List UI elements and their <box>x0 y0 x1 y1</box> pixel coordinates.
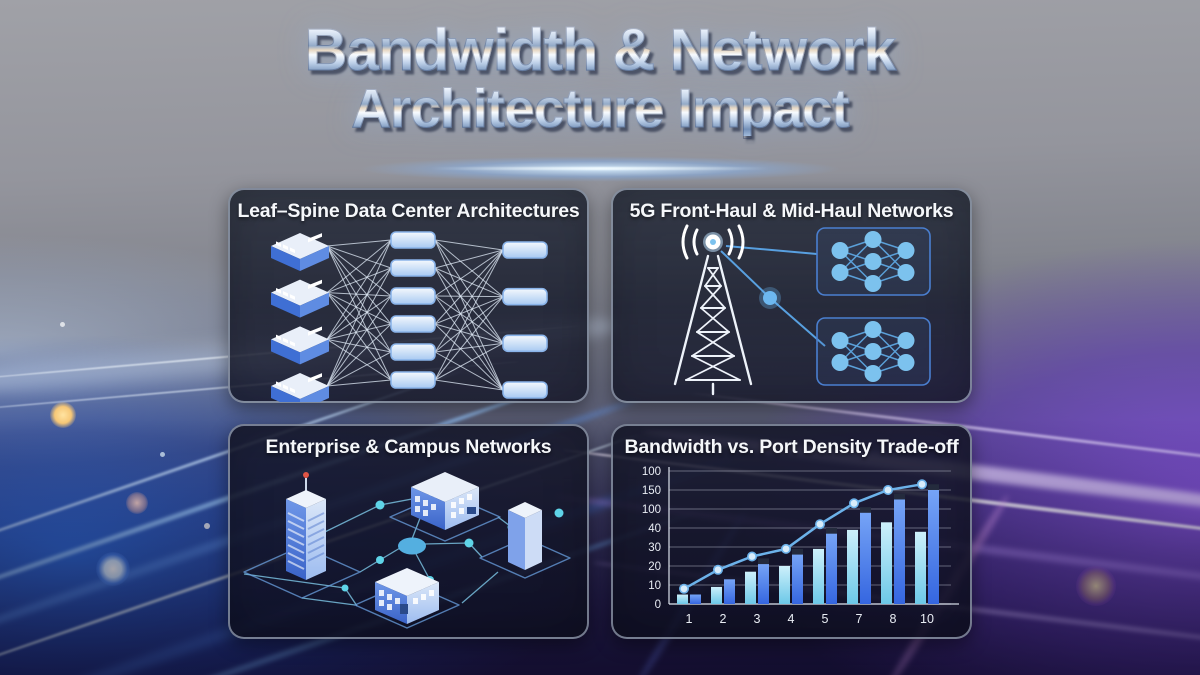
spine-node-pill <box>390 259 436 277</box>
spine-node-pill <box>390 315 436 333</box>
page-title-line1: Bandwidth & Network <box>0 19 1200 80</box>
spine-node-pill <box>390 231 436 249</box>
fronthaul-diagram <box>673 224 931 396</box>
trend-line <box>683 483 923 590</box>
tower-block-icon <box>508 502 542 570</box>
panel-leaf-spine: Leaf–Spine Data Center Architectures <box>228 188 589 403</box>
enterprise-diagram <box>243 472 571 629</box>
trend-point <box>916 479 927 490</box>
server-switch-icon <box>271 279 329 318</box>
panel-title: Enterprise & Campus Networks <box>265 436 552 458</box>
port-density-bar <box>745 571 756 604</box>
spine-node-pill <box>390 371 436 389</box>
x-tick-label: 1 <box>686 612 693 626</box>
spine-node-pill <box>390 287 436 305</box>
y-tick-label: 40 <box>648 523 661 535</box>
bandwidth-bar <box>758 564 769 604</box>
panel-title: Leaf–Spine Data Center Architectures <box>237 200 580 222</box>
panel-fronthaul: 5G Front-Haul & Mid-Haul Networks <box>611 188 972 403</box>
y-tick-label: 100 <box>642 504 661 516</box>
trend-point <box>849 498 860 509</box>
bandwidth-bar <box>860 512 871 604</box>
trend-point <box>713 564 724 575</box>
server-switch-icon <box>271 233 329 271</box>
bandwidth-bar <box>894 499 905 604</box>
port-density-bar <box>813 548 824 604</box>
page-title: Bandwidth & Network Architecture Impact <box>0 19 1200 137</box>
port-density-bar <box>881 522 892 604</box>
antenna-light <box>303 472 309 478</box>
entrance <box>467 507 476 514</box>
y-tick-label: 100 <box>642 466 661 478</box>
edge-node-pill <box>502 287 548 306</box>
trend-point <box>679 583 690 594</box>
x-tick-label: 5 <box>822 612 829 626</box>
trend-point <box>882 484 893 495</box>
x-tick-label: 2 <box>720 612 727 626</box>
central-hub-node <box>398 537 426 555</box>
x-tick-label: 4 <box>788 612 795 626</box>
campus-building-icon <box>411 472 479 530</box>
leaf-spine-diagram <box>271 231 548 402</box>
platform-outlines <box>243 492 571 629</box>
fabric-links <box>326 239 504 391</box>
relay-node-icon <box>763 291 777 305</box>
panel-enterprise: Enterprise & Campus Networks <box>228 424 589 639</box>
panel-title: 5G Front-Haul & Mid-Haul Networks <box>629 200 954 222</box>
y-tick-label: 30 <box>648 542 661 554</box>
network-graph-icon <box>831 231 915 292</box>
trend-point <box>781 543 792 554</box>
spine-node-pill <box>390 343 436 361</box>
trend-point <box>815 519 826 530</box>
y-tick-label: 20 <box>648 561 661 573</box>
gridlines <box>669 470 951 605</box>
x-tick-label: 3 <box>754 612 761 626</box>
server-switch-icon <box>271 373 329 402</box>
trend-point <box>747 551 758 562</box>
bandwidth-bar <box>928 490 939 604</box>
x-tick-label: 8 <box>890 612 897 626</box>
y-tick-label: 10 <box>648 580 661 592</box>
page-title-line2: Architecture Impact <box>0 80 1200 137</box>
bandwidth-bar <box>724 579 735 604</box>
bandwidth-bar <box>792 554 803 604</box>
bandwidth-bar <box>690 594 701 604</box>
panel-tradeoff: Bandwidth vs. Port Density Trade-off 0 10… <box>611 424 972 639</box>
port-density-bar <box>915 531 926 604</box>
office-building-icon <box>375 568 439 624</box>
x-tick-label: 10 <box>920 612 934 626</box>
bars <box>677 484 939 604</box>
port-density-bar <box>677 594 688 604</box>
x-tick-label: 7 <box>856 612 863 626</box>
edge-node-pill <box>502 334 548 353</box>
skyscraper-icon <box>286 472 326 580</box>
network-graph-icon <box>831 321 915 382</box>
bandwidth-port-density-chart: 0 10 20 30 40 100 150 100 1 2 3 4 5 7 8 10 <box>642 466 959 626</box>
server-switch-icon <box>271 326 329 365</box>
signal-brackets <box>681 224 745 260</box>
edge-node-pill <box>502 241 548 259</box>
panel-title: Bandwidth vs. Port Density Trade-off <box>624 436 959 458</box>
cell-tower-icon <box>673 254 753 396</box>
y-tick-label: 0 <box>655 599 661 611</box>
bandwidth-bar <box>826 533 837 604</box>
port-density-bar <box>847 529 858 604</box>
edge-node-pill <box>502 381 548 399</box>
y-tick-label: 150 <box>642 485 661 497</box>
port-density-bar <box>711 586 722 604</box>
port-density-bar <box>779 566 790 604</box>
